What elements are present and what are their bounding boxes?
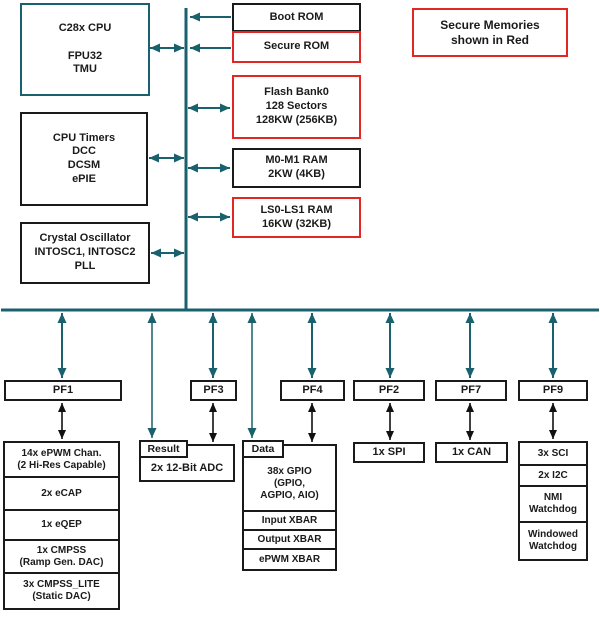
row-epwm-xbar: ePWM XBAR <box>242 548 337 571</box>
tab-data: Data <box>242 440 284 458</box>
row-input-xbar: Input XBAR <box>242 510 337 531</box>
row-output-xbar: Output XBAR <box>242 529 337 550</box>
block-can: 1x CAN <box>435 442 508 463</box>
row-i2c: 2x I2C <box>518 464 588 487</box>
block-secure-rom: Secure ROM <box>232 31 361 63</box>
row-nmi-watchdog: NMI Watchdog <box>518 485 588 523</box>
block-ls0ls1-ram: LS0-LS1 RAM 16KW (32KB) <box>232 197 361 238</box>
stack-gpio: 38x GPIO (GPIO, AGPIO, AIO) Input XBAR O… <box>242 444 337 571</box>
block-boot-rom: Boot ROM <box>232 3 361 32</box>
row-epwm: 14x ePWM Chan. (2 Hi-Res Capable) <box>3 441 120 478</box>
block-spi: 1x SPI <box>353 442 425 463</box>
block-cpu-timers: CPU Timers DCC DCSM ePIE <box>20 112 148 206</box>
block-c28x-cpu: C28x CPU FPU32 TMU <box>20 3 150 96</box>
row-cmpss-lite: 3x CMPSS_LITE (Static DAC) <box>3 572 120 610</box>
row-sci: 3x SCI <box>518 441 588 466</box>
block-flash-bank0: Flash Bank0 128 Sectors 128KW (256KB) <box>232 75 361 139</box>
row-eqep: 1x eQEP <box>3 509 120 541</box>
block-pf9: PF9 <box>518 380 588 401</box>
stack-pf9-peripherals: 3x SCI 2x I2C NMI Watchdog Windowed Watc… <box>518 441 588 561</box>
legend-secure-memories: Secure Memories shown in Red <box>412 8 568 57</box>
row-cmpss: 1x CMPSS (Ramp Gen. DAC) <box>3 539 120 574</box>
block-pf2: PF2 <box>353 380 425 401</box>
block-m0m1-ram: M0-M1 RAM 2KW (4KB) <box>232 148 361 188</box>
tab-result: Result <box>139 440 188 458</box>
block-pf3: PF3 <box>190 380 237 401</box>
row-windowed-watchdog: Windowed Watchdog <box>518 521 588 561</box>
block-crystal-oscillator: Crystal Oscillator INTOSC1, INTOSC2 PLL <box>20 222 150 284</box>
stack-pf1-peripherals: 14x ePWM Chan. (2 Hi-Res Capable) 2x eCA… <box>3 441 120 610</box>
row-ecap: 2x eCAP <box>3 476 120 511</box>
block-pf1: PF1 <box>4 380 122 401</box>
block-pf7: PF7 <box>435 380 507 401</box>
block-pf4: PF4 <box>280 380 345 401</box>
